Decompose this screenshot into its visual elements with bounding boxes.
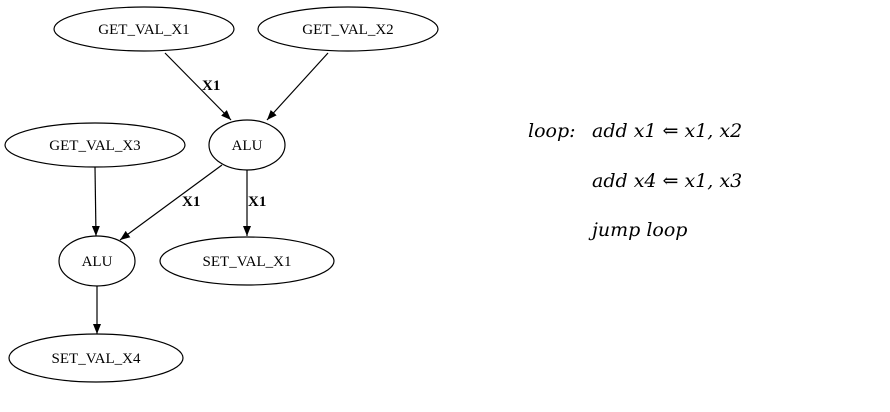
node-label: SET_VAL_X4 xyxy=(52,351,141,367)
loop-label: loop: xyxy=(528,120,576,142)
graph-node: ALU xyxy=(208,119,286,171)
code-instruction: jump loop xyxy=(592,219,688,241)
node-ellipse xyxy=(53,6,235,52)
edge-arrow xyxy=(119,164,223,241)
node-label: GET_VAL_X1 xyxy=(98,22,189,38)
node-ellipse xyxy=(8,333,184,383)
node-ellipse xyxy=(4,122,186,168)
graph-node: GET_VAL_X1 xyxy=(53,6,235,52)
graph-node: ALU xyxy=(58,235,136,287)
edge-arrow xyxy=(164,52,232,121)
node-ellipse xyxy=(58,235,136,287)
node-label: GET_VAL_X2 xyxy=(302,22,393,38)
edge-label: X1 xyxy=(182,194,200,210)
edge-label: X1 xyxy=(248,194,266,210)
code-instruction: add x1 ⇐ x1, x2 xyxy=(592,120,743,142)
node-label: ALU xyxy=(232,138,263,154)
graph-node: GET_VAL_X2 xyxy=(257,6,439,52)
edge-arrow xyxy=(266,52,329,121)
node-ellipse xyxy=(159,236,335,286)
graph-node: GET_VAL_X3 xyxy=(4,122,186,168)
graph-node: SET_VAL_X1 xyxy=(159,236,335,286)
node-label: GET_VAL_X3 xyxy=(49,138,140,154)
node-label: ALU xyxy=(82,254,113,270)
graph-node: SET_VAL_X4 xyxy=(8,333,184,383)
edge-arrow xyxy=(91,166,100,237)
edge-label: X1 xyxy=(202,78,220,94)
node-ellipse xyxy=(257,6,439,52)
code-instruction: add x4 ⇐ x1, x3 xyxy=(592,170,743,192)
node-label: SET_VAL_X1 xyxy=(203,254,292,270)
node-ellipse xyxy=(208,119,286,171)
